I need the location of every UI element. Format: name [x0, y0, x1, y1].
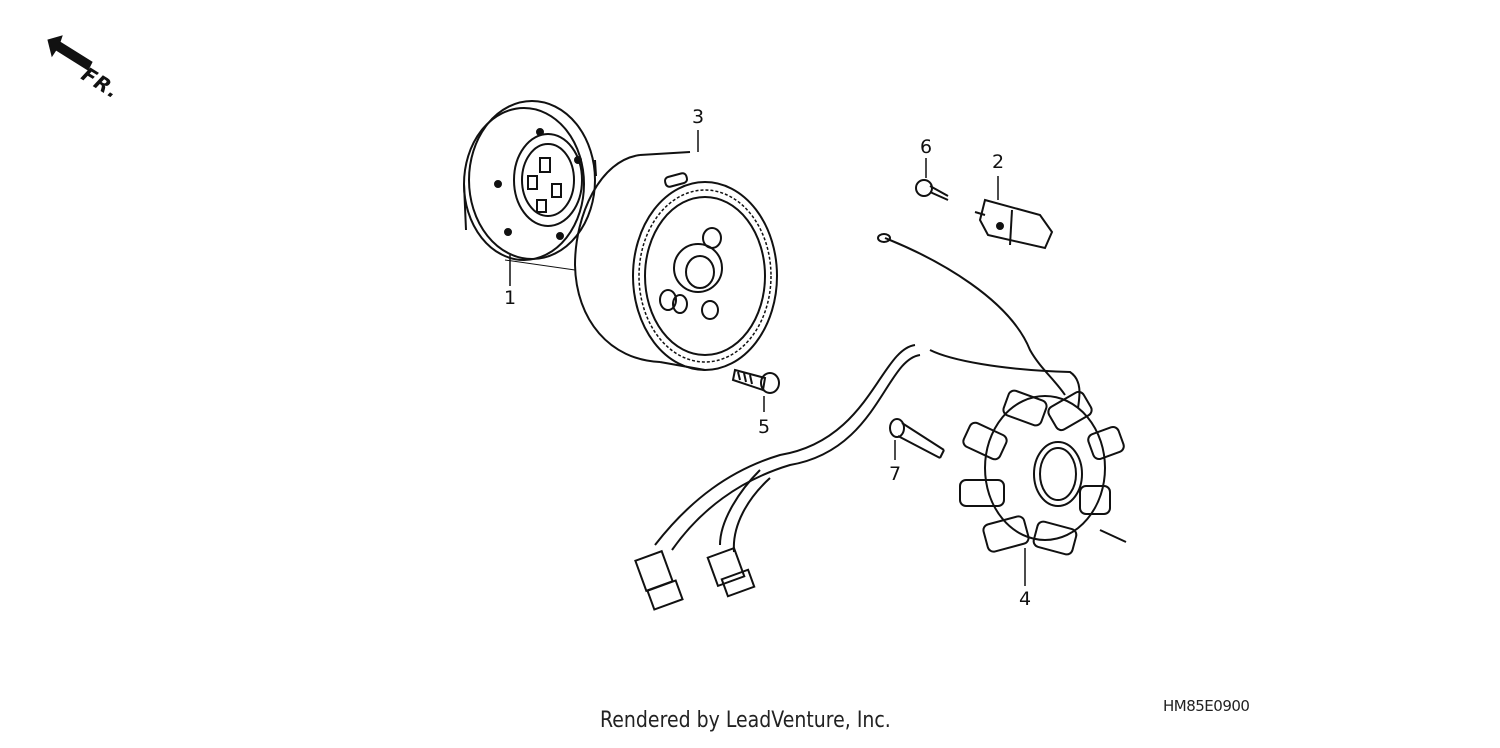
wiring-harness — [634, 233, 1081, 611]
alignment-line — [504, 259, 576, 271]
callout-3: 3 — [692, 106, 705, 128]
callout-4: 4 — [1019, 588, 1032, 610]
callout-7: 7 — [889, 463, 902, 485]
render-credit: Rendered by LeadVenture, Inc. — [600, 708, 891, 733]
callout-6: 6 — [920, 136, 933, 158]
front-direction-arrow-icon — [47, 35, 93, 71]
sensor-bolt-part-6 — [915, 179, 949, 201]
flywheel-bolt-part-5 — [731, 368, 780, 394]
starter-clutch-part-1 — [463, 100, 597, 261]
stator-part-4 — [959, 389, 1127, 556]
callout-5: 5 — [758, 416, 771, 438]
stator-bolt-part-7 — [889, 418, 945, 459]
diagram-code: HM85E0900 — [1163, 697, 1250, 715]
flywheel-part-3 — [573, 151, 778, 371]
callout-2: 2 — [992, 151, 1005, 173]
callout-1: 1 — [504, 287, 517, 309]
pulse-generator-part-2 — [974, 198, 1054, 250]
